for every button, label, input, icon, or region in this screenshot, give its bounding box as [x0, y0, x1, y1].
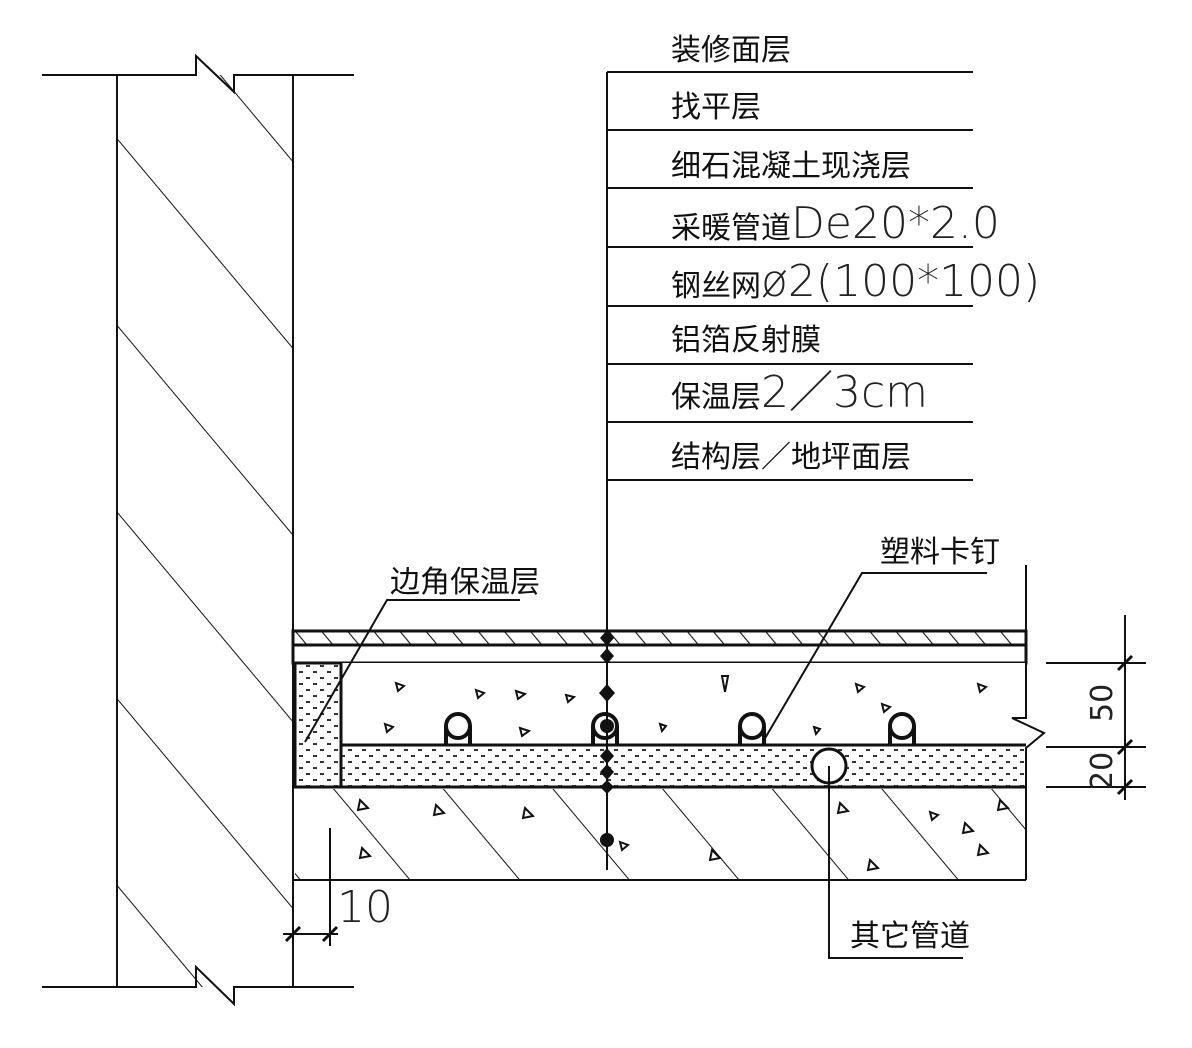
layer-leader: [599, 72, 615, 870]
layer-label-heating-pipe: 采暖管道De20*2.0: [671, 198, 1000, 249]
layer-label-table: 装修面层 找平层 细石混凝土现浇层 采暖管道De20*2.0 钢丝网ø2(100…: [607, 33, 1040, 481]
layer-label-finish: 装修面层: [671, 33, 791, 68]
floor-layers: [291, 565, 1046, 881]
layer-label-wire-mesh: 钢丝网ø2(100*100): [671, 256, 1040, 307]
layer-label-structure: 结构层／地坪面层: [671, 440, 911, 475]
pipe: [888, 712, 916, 745]
callout-plastic-clip: 塑料卡钉: [763, 535, 1000, 741]
heating-pipes: [444, 712, 916, 745]
callout-other-pipe: 其它管道: [828, 766, 970, 959]
layer-label-insulation: 保温层2／3cm: [671, 367, 928, 418]
aggregate-marks: [356, 675, 1011, 872]
callout-edge-insulation: 边角保温层: [304, 565, 540, 743]
edge-insulation-strip: [295, 663, 341, 787]
svg-text:塑料卡钉: 塑料卡钉: [880, 535, 1000, 570]
svg-text:边角保温层: 边角保温层: [390, 565, 540, 600]
svg-text:其它管道: 其它管道: [850, 919, 970, 954]
pipe: [738, 712, 766, 745]
dimension-vertical: 50 20: [1046, 615, 1146, 800]
layer-label-leveling: 找平层: [671, 90, 761, 125]
wall: [40, 40, 360, 1027]
layer-label-concrete: 细石混凝土现浇层: [671, 149, 911, 184]
layer-label-foil: 铝箔反射膜: [671, 323, 821, 358]
break-line-top: [42, 53, 354, 95]
svg-text:50: 50: [1085, 684, 1120, 722]
break-line-bottom: [42, 964, 354, 1007]
svg-text:10: 10: [337, 882, 393, 933]
pipe: [444, 712, 472, 745]
dimension-gap: 10: [283, 828, 393, 946]
svg-text:20: 20: [1085, 752, 1120, 790]
